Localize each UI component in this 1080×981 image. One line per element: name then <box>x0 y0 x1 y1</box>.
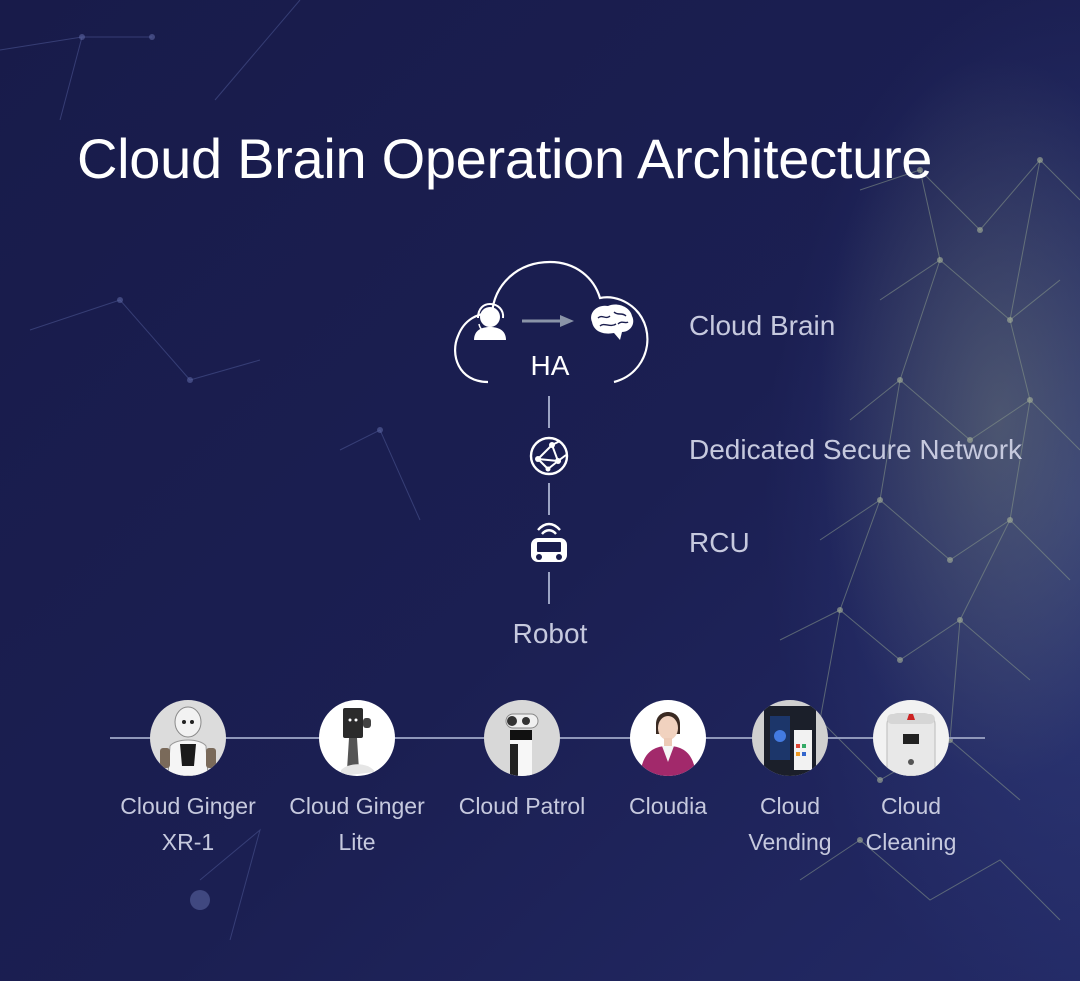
product-cloud-vending: Cloud Vending <box>705 700 875 860</box>
product-cloud-ginger-xr1: Cloud Ginger XR-1 <box>103 700 273 860</box>
product-cloud-ginger-lite: Cloud Ginger Lite <box>272 700 442 860</box>
rcu-device-icon <box>531 522 567 562</box>
arrow-right-icon <box>522 315 574 327</box>
product-cloud-patrol: Cloud Patrol <box>437 700 607 824</box>
connector-line <box>548 483 550 515</box>
patrol-robot-image <box>484 700 560 776</box>
product-name: Cloudia <box>629 793 707 819</box>
page-title: Cloud Brain Operation Architecture <box>77 127 933 190</box>
virtual-assistant-image <box>630 700 706 776</box>
vending-machine-image <box>752 700 828 776</box>
robot-label: Robot <box>512 618 588 649</box>
product-name: Cloud Cleaning <box>865 793 957 855</box>
product-name: Cloud Ginger Lite <box>289 793 425 855</box>
tablet-robot-image <box>319 700 395 776</box>
brain-icon <box>591 304 634 340</box>
ha-label: HA <box>530 350 570 381</box>
cloud-icon <box>454 260 649 384</box>
layer-label-cloud-brain: Cloud Brain <box>689 310 836 341</box>
network-globe-icon <box>529 436 569 476</box>
connector-line <box>548 396 550 428</box>
connector-line <box>548 572 550 604</box>
product-name: Cloud Vending <box>748 793 832 855</box>
layer-label-rcu: RCU <box>689 527 750 558</box>
product-name: Cloud Ginger XR-1 <box>120 793 256 855</box>
layer-label-secure-network: Dedicated Secure Network <box>689 434 1023 465</box>
agent-headset-icon <box>474 302 506 340</box>
product-cloud-cleaning: Cloud Cleaning <box>826 700 996 860</box>
cleaning-robot-image <box>873 700 949 776</box>
product-cloudia: Cloudia <box>583 700 753 824</box>
product-name: Cloud Patrol <box>458 793 586 819</box>
humanoid-robot-image <box>150 700 226 776</box>
